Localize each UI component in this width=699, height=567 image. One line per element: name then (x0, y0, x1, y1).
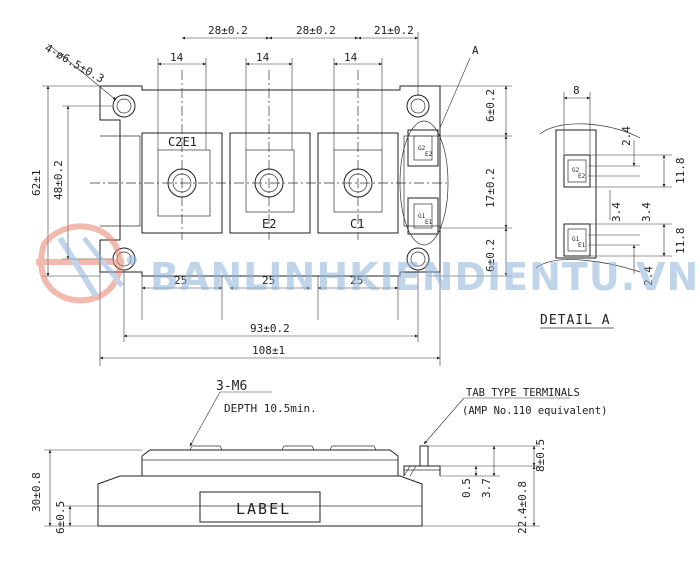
dim-0-5: 0.5 (460, 478, 473, 498)
tab-g2-label: G2 (418, 145, 426, 152)
dim-108: 108±1 (252, 344, 285, 357)
tab-g1-label: G1 (418, 213, 426, 220)
detail-g1-label: G1 (572, 236, 580, 243)
detail-a-circle (399, 120, 449, 246)
dim-22-4: 22.4±0.8 (516, 481, 529, 534)
dim-62: 62±1 (30, 170, 43, 197)
terminal-e2-label: E2 (262, 217, 276, 231)
detail-g2-label: G2 (572, 167, 580, 174)
holes-callout: 4-ø6.5±0.3 (43, 41, 107, 85)
tab-terminal-upper: G2 E2 (407, 129, 439, 167)
detail-dim-8: 8 (573, 84, 580, 97)
detail-terminal-upper: G2 E2 (563, 154, 591, 188)
dim-93: 93±0.2 (250, 322, 290, 335)
module-outline (99, 85, 441, 277)
break-line-bottom (535, 259, 641, 273)
dim-3-7: 3.7 (480, 478, 493, 498)
dim-14-a: 14 (170, 51, 184, 64)
terminal-c1-label: C1 (350, 217, 364, 231)
break-line-top (539, 123, 641, 139)
detail-dim-2-4-lower: 2.4 (642, 266, 655, 286)
tab-terminals-callout: TAB TYPE TERMINALS (466, 387, 580, 399)
top-view: G2 E2 G1 E1 28±0.2 28±0.2 21±0.2 14 14 1… (30, 24, 512, 366)
side-case (141, 449, 399, 476)
detail-dim-11-8-upper: 11.8 (674, 158, 687, 185)
watermark-text: BANLINHKIENDIENTU.VN (150, 255, 699, 299)
tab-e1-label: E1 (425, 219, 433, 226)
side-nuts (189, 445, 377, 451)
dim-25-b: 25 (262, 274, 275, 287)
tab-pin (419, 445, 429, 466)
dim-25-c: 25 (350, 274, 363, 287)
dim-25-a: 25 (174, 274, 187, 287)
depth-callout: DEPTH 10.5min. (224, 402, 317, 415)
detail-dim-2-4-upper: 2.4 (620, 126, 633, 146)
detail-terminal-lower: G1 E1 (563, 223, 591, 257)
dim-21: 21±0.2 (374, 24, 414, 37)
tab-terminal-lower: G1 E1 (407, 197, 439, 235)
dim-14-c: 14 (344, 51, 358, 64)
dim-14-b: 14 (256, 51, 270, 64)
dim-48: 48±0.2 (52, 160, 65, 200)
tab-body (403, 465, 441, 476)
dim-8-side: 8±0.5 (534, 439, 547, 472)
watermark-logo-icon (36, 223, 137, 304)
label-box (199, 491, 321, 523)
mount-hole-tr (406, 94, 430, 118)
detail-e2-label: E2 (578, 173, 586, 180)
side-view: LABEL 3-M6 DEPTH 10.5min. TAB TYPE TERMI… (30, 379, 607, 534)
m6-callout: 3-M6 (216, 379, 247, 394)
dim-28-left: 28±0.2 (208, 24, 248, 37)
detail-a-label: A (472, 44, 479, 57)
dim-6-lower: 6±0.2 (484, 239, 497, 272)
detail-a-title: DETAIL A (540, 313, 611, 328)
tab-e2-label: E2 (425, 151, 433, 158)
dim-30: 30±0.8 (30, 472, 43, 512)
dim-6-side: 6±0.5 (54, 501, 67, 534)
amp-callout: (AMP No.110 equivalent) (462, 405, 607, 417)
dim-17: 17±0.2 (484, 168, 497, 208)
label-text: LABEL (236, 500, 291, 518)
dim-28-right: 28±0.2 (296, 24, 336, 37)
detail-dim-11-8-lower: 11.8 (674, 228, 687, 255)
flange-left (100, 135, 141, 227)
mount-hole-tl (112, 94, 136, 118)
detail-dim-3-4-a: 3.4 (610, 202, 623, 222)
detail-dim-3-4-b: 3.4 (640, 202, 653, 222)
watermark: BANLINHKIENDIENTU.VN (36, 223, 699, 304)
detail-e1-label: E1 (578, 242, 586, 249)
detail-body (555, 129, 597, 259)
terminal-c2e1-label: C2E1 (168, 135, 197, 149)
dim-6-upper: 6±0.2 (484, 89, 497, 122)
detail-a-view: G2 E2 G1 E1 8 2.4 11.8 3.4 3.4 11.8 2.4 (535, 84, 687, 329)
